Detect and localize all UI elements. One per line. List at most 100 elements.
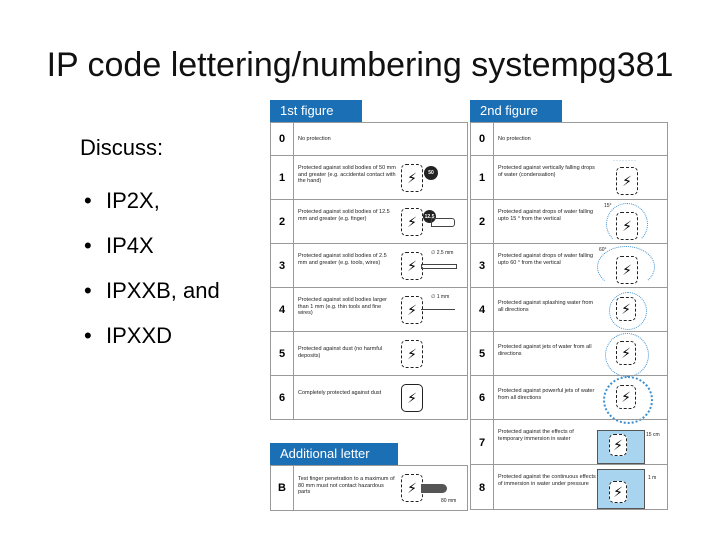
enclosure-icon: ⚡ [401,340,423,368]
angle-label: 60° [599,247,607,253]
table-row: 3 Protected against solid bodies of 2.5 … [271,243,467,288]
dimension-label: 80 mm [441,498,457,504]
enclosure-icon: ⚡ [609,434,627,456]
size-badge: 50 [424,166,438,180]
bolt-icon: ⚡ [407,480,417,496]
table-row: 4 Protected against solid bodies larger … [271,287,467,332]
bolt-icon: ⚡ [613,437,623,453]
row-number: 3 [471,244,494,288]
rain-drops-icon: ········ [613,158,637,164]
table-row: 1 Protected against solid bodies of 50 m… [271,155,467,200]
row-description: Completely protected against dust [298,390,382,396]
splash-ring-icon [609,292,647,330]
enclosure-icon: ⚡ [401,164,423,192]
test-finger-icon [421,484,447,493]
spray-arc-icon [606,203,648,245]
row-number: 6 [471,376,494,420]
table-row: 3 Protected against drops of water falli… [471,243,667,288]
bolt-icon: ⚡ [407,302,417,318]
row-description: Protected against drops of water falling… [498,253,594,266]
bullet-item: IP4X [84,233,220,278]
row-number: 3 [271,244,294,288]
figure1-table: 0 No protection 1 Protected against soli… [270,122,468,420]
slide-title: IP code lettering/numbering systempg381 [46,46,674,84]
row-number: 0 [471,123,494,155]
additional-tab: Additional letter [270,443,398,465]
bolt-icon: ⚡ [407,346,417,362]
sealed-enclosure-icon: ⚡ [401,384,423,412]
row-description: Protected against the effects of tempora… [498,429,574,442]
bolt-icon: ⚡ [621,389,631,405]
row-description: Protected against solid bodies of 50 mm … [298,165,396,184]
row-description: Protected against solid bodies larger th… [298,297,387,316]
row-number: 5 [271,332,294,376]
row-description: Protected against dust (no harmful depos… [298,346,383,359]
bolt-icon: ⚡ [407,170,417,186]
row-description: Test finger penetration to a maximum of … [298,476,395,495]
enclosure-icon: ⚡ [616,212,638,240]
table-row: 6 Completely protected against dust ⚡ [271,375,467,420]
figure1-tab: 1st figure [270,100,362,122]
row-description: No protection [498,136,531,142]
table-row: 5 Protected against dust (no harmful dep… [271,331,467,376]
bullet-list: IP2X, IP4X IPXXB, and IPXXD [84,188,220,368]
row-description: Protected against solid bodies of 12.5 m… [298,209,390,222]
row-description: Protected against splashing water from a… [498,300,594,313]
depth-label: 1 m [648,475,657,481]
row-number: 1 [471,156,494,200]
bolt-icon: ⚡ [621,345,631,361]
discuss-label: Discuss: [80,135,164,160]
row-number: 4 [471,288,494,332]
table-row: B Test finger penetration to a maximum o… [271,466,467,510]
row-description: Protected against jets of water from all… [498,344,592,357]
finger-probe-icon [431,218,455,227]
row-number: 6 [271,376,294,420]
enclosure-icon: ⚡ [616,341,636,365]
enclosure-icon: ⚡ [401,252,423,280]
spray-arc-icon [597,246,655,288]
table-row: 7 Protected against the effects of tempo… [471,419,667,465]
row-letter: B [271,466,294,510]
row-number: 2 [271,200,294,244]
table-row: 5 Protected against jets of water from a… [471,331,667,377]
row-description: No protection [298,136,331,142]
table-row: 2 Protected against solid bodies of 12.5… [271,199,467,244]
table-row: 8 Protected against the continuous effec… [471,464,667,510]
row-number: 1 [271,156,294,200]
enclosure-icon: ⚡ [616,297,636,321]
angle-label: 15° [604,203,612,209]
enclosure-icon: ⚡ [401,208,423,236]
row-number: 8 [471,465,494,510]
bolt-icon: ⚡ [622,173,632,189]
row-number: 2 [471,200,494,244]
depth-label: 15 cm [646,432,660,438]
enclosure-icon: ⚡ [616,167,638,195]
bolt-icon: ⚡ [622,262,632,278]
figure2-table: 0 No protection 1 Protected against vert… [470,122,668,510]
row-number: 0 [271,123,294,155]
row-description: Protected against drops of water falling… [498,209,594,222]
enclosure-icon: ⚡ [401,296,423,324]
enclosure-icon: ⚡ [401,474,423,502]
tool-probe-icon [421,264,457,269]
bullet-item: IPXXB, and [84,278,220,323]
table-row: 0 No protection [471,123,667,155]
table-row: 1 Protected against vertically falling d… [471,155,667,200]
enclosure-icon: ⚡ [609,481,627,503]
table-row: 6 Protected against powerful jets of wat… [471,375,667,424]
row-number: 7 [471,420,494,465]
bolt-icon: ⚡ [407,214,417,230]
powerful-jet-icon [603,376,653,424]
bolt-icon: ⚡ [407,390,417,406]
bullet-item: IP2X, [84,188,220,233]
bullet-item: IPXXD [84,323,220,368]
table-row: 0 No protection [271,123,467,155]
figure2-tab: 2nd figure [470,100,562,122]
dimension-label: ∅ 2.5 mm [431,250,454,256]
enclosure-icon: ⚡ [616,385,636,409]
additional-table: B Test finger penetration to a maximum o… [270,465,468,511]
bolt-icon: ⚡ [613,484,623,500]
row-number: 5 [471,332,494,376]
enclosure-icon: ⚡ [616,256,638,284]
row-description: Protected against solid bodies of 2.5 mm… [298,253,387,266]
